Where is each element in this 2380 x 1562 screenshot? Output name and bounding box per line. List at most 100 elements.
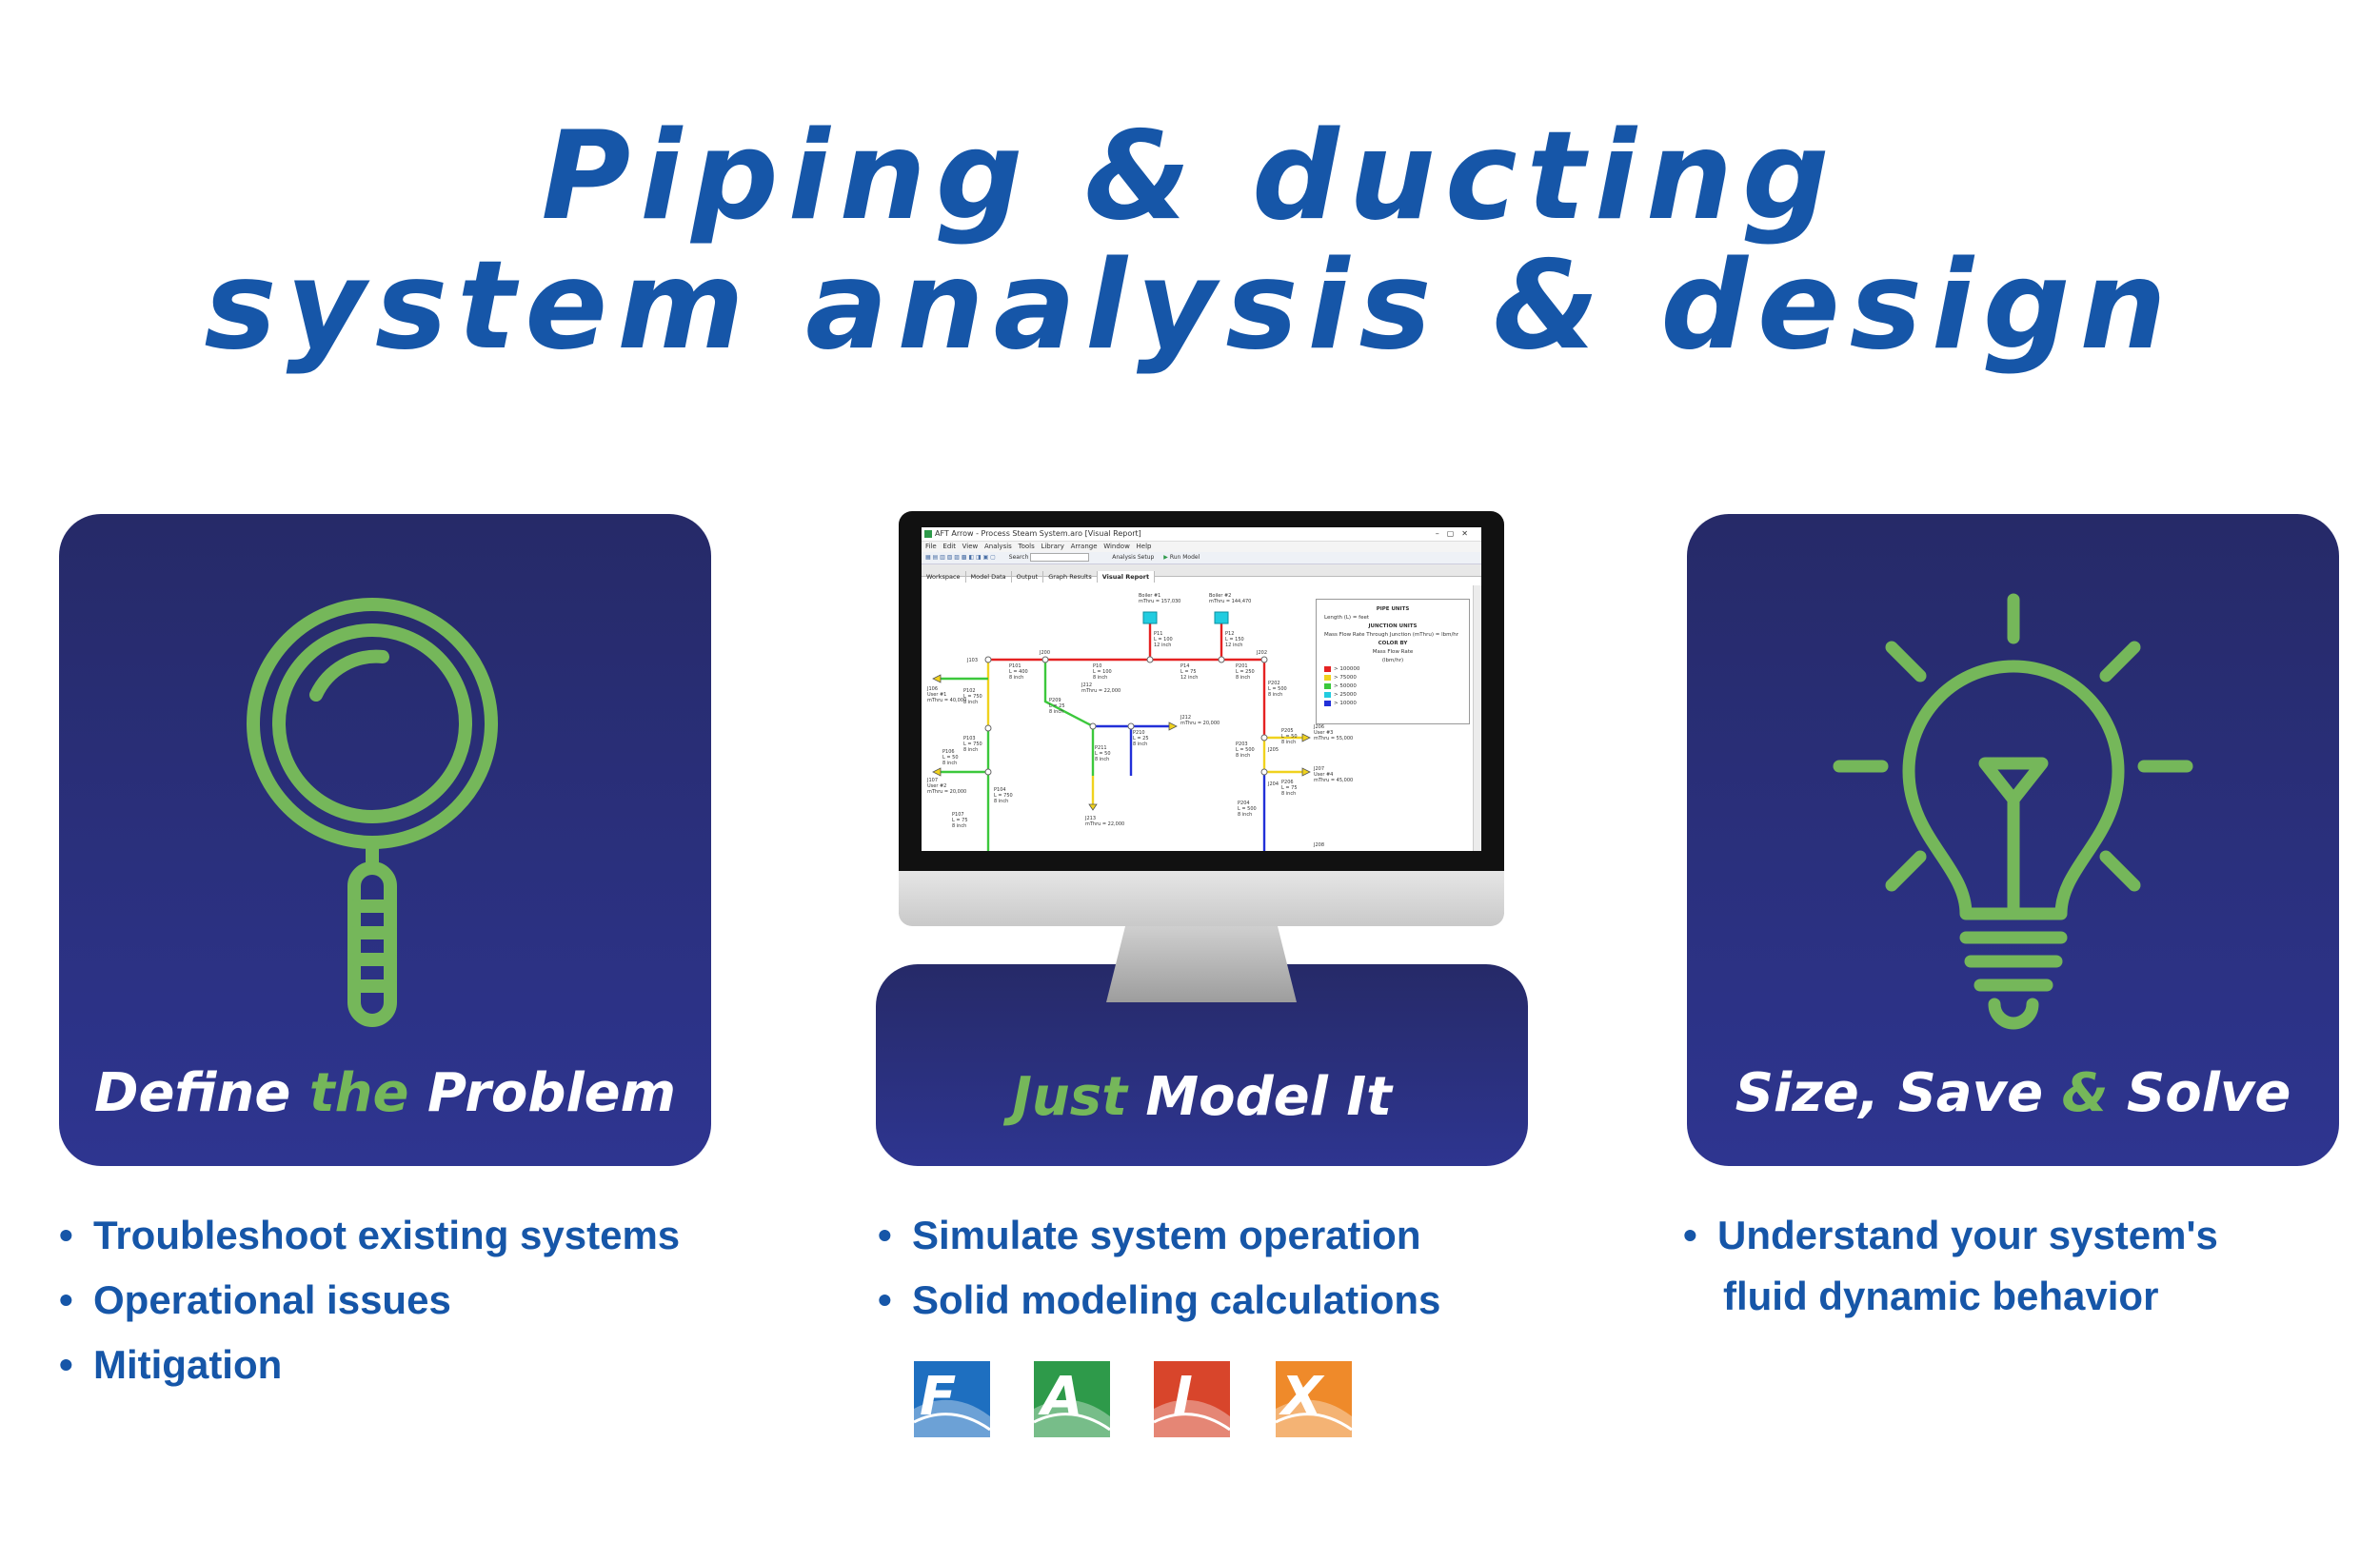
menu-window[interactable]: Window [1103, 543, 1130, 550]
label-p106-len: L = 50 [942, 755, 959, 761]
label-j204: J204 [1268, 781, 1279, 787]
logo-x-icon: X [1275, 1361, 1353, 1437]
boiler-1-icon [1142, 611, 1158, 624]
label-p10: P10 [1093, 663, 1102, 669]
label-j207: J207 [1314, 766, 1325, 772]
menu-edit[interactable]: Edit [942, 543, 956, 550]
label-p211-len: L = 50 [1095, 751, 1111, 757]
tab-model-data[interactable]: Model Data [966, 571, 1012, 583]
legend-row-1-label: > 100000 [1334, 666, 1360, 672]
label-p11-size: 12 inch [1154, 643, 1172, 648]
menu-tools[interactable]: Tools [1018, 543, 1035, 550]
label-p102: P102 [963, 688, 976, 694]
label-j206-flow: mThru = 55,000 [1314, 736, 1354, 741]
legend-pipe-units: PIPE UNITS [1376, 606, 1410, 612]
bullet-text: fluid dynamic behavior [1723, 1274, 2159, 1318]
label-j213-flow: mThru = 22,000 [1085, 821, 1125, 827]
model-bullets: •Simulate system operation •Solid modeli… [878, 1203, 1440, 1333]
tab-visual-report[interactable]: Visual Report [1097, 571, 1156, 583]
search-box[interactable] [1030, 553, 1090, 562]
legend-junction-units: JUNCTION UNITS [1368, 623, 1418, 629]
tab-output[interactable]: Output [1012, 571, 1044, 583]
define-bullets: •Troubleshoot existing systems •Operatio… [59, 1203, 680, 1397]
label-p106-size: 8 inch [942, 761, 958, 766]
window-controls-icon[interactable]: –▢✕ [1435, 529, 1476, 538]
label-j213: J213 [1085, 816, 1097, 821]
legend-row-3: > 50000 [1317, 682, 1469, 691]
label-p206: P206 [1281, 780, 1294, 785]
bullet-text: Simulate system operation [912, 1213, 1421, 1257]
label-p107-size: 8 inch [952, 823, 967, 829]
label-p12-len: L = 150 [1225, 637, 1244, 643]
label-p101-len: L = 400 [1009, 669, 1028, 675]
label-p203-size: 8 inch [1236, 753, 1251, 759]
label-p211: P211 [1095, 745, 1107, 751]
label-p205-len: L = 50 [1281, 734, 1298, 740]
label-boiler1-flow: mThru = 157,030 [1139, 599, 1181, 604]
legend-color-by: COLOR BY [1378, 641, 1408, 646]
label-j106-user: User #1 [927, 692, 947, 698]
logo-f-icon: F [913, 1361, 991, 1437]
label-p102-size: 8 inch [963, 700, 979, 705]
label-p206-size: 8 inch [1281, 791, 1297, 797]
label-p14-len: L = 75 [1180, 669, 1197, 675]
menu-arrange[interactable]: Arrange [1070, 543, 1098, 550]
label-boiler2-flow: mThru = 144,470 [1209, 599, 1252, 604]
label-j106: J106 [927, 686, 939, 692]
label-p103-len: L = 750 [963, 741, 982, 747]
size-bullet-1: •Understand your system's [1683, 1203, 2218, 1268]
menu-view[interactable]: View [962, 543, 979, 550]
title-part-model-it: Model It [1126, 1066, 1392, 1128]
label-p101-size: 8 inch [1009, 675, 1024, 681]
toolbar-icons[interactable]: ▦ ▤ ▥ ▧ ▨ ▩ ◧ ◨ ▣ ▢ [925, 554, 996, 561]
title-accent-ampersand: & [2061, 1062, 2109, 1124]
toolbar-search[interactable]: Search [1008, 554, 1029, 561]
menu-analysis[interactable]: Analysis [983, 543, 1012, 550]
label-p205-size: 8 inch [1281, 740, 1297, 745]
legend-row-2-label: > 75000 [1334, 675, 1357, 681]
logo-i-letter: I [1173, 1366, 1193, 1428]
menu-file[interactable]: File [925, 543, 937, 550]
label-p210-len: L = 25 [1133, 736, 1149, 741]
label-j212b-flow: mThru = 20,000 [1180, 721, 1220, 726]
menu-library[interactable]: Library [1041, 543, 1064, 550]
label-j107-user: User #2 [927, 783, 947, 789]
legend-row-5-label: > 10000 [1334, 701, 1357, 706]
label-j212b: J212 [1180, 715, 1192, 721]
monitor-stand [1106, 926, 1297, 1002]
right-scrollbar[interactable] [1473, 585, 1481, 851]
legend-length: Length (L) = feet [1324, 615, 1370, 621]
monitor-screen: AFT Arrow - Process Steam System.aro [Vi… [922, 527, 1481, 851]
legend-mass-flow: Mass Flow Rate Through Junction (mThru) … [1324, 632, 1459, 638]
menu-help[interactable]: Help [1136, 543, 1152, 550]
label-boiler1: Boiler #1 [1139, 593, 1161, 599]
label-p209-len: L = 25 [1049, 703, 1065, 709]
label-p204-len: L = 500 [1238, 806, 1257, 812]
label-p209-size: 8 inch [1049, 709, 1064, 715]
label-boiler2: Boiler #2 [1209, 593, 1232, 599]
headline-line-1: Piping & ducting [541, 106, 1839, 247]
label-j200: J200 [1040, 650, 1051, 656]
define-bullet-1: •Troubleshoot existing systems [59, 1203, 680, 1268]
legend-row-4-label: > 25000 [1334, 692, 1357, 698]
bullet-text: Understand your system's [1717, 1213, 2218, 1257]
run-model-button[interactable]: Run Model [1169, 554, 1200, 561]
tab-graph-results[interactable]: Graph Results [1043, 571, 1098, 583]
label-p11-len: L = 100 [1154, 637, 1173, 643]
logo-x-letter: X [1279, 1366, 1325, 1428]
analysis-setup-button[interactable]: Analysis Setup [1112, 554, 1155, 561]
model-bullet-1: •Simulate system operation [878, 1203, 1440, 1268]
legend-row-2: > 75000 [1317, 674, 1469, 682]
label-p107-len: L = 75 [952, 818, 968, 823]
magnifying-glass-icon [247, 598, 498, 1027]
label-j107-flow: mThru = 20,000 [927, 789, 967, 795]
label-j208: J208 [1314, 842, 1325, 848]
tab-workspace[interactable]: Workspace [922, 571, 966, 583]
label-p202-len: L = 500 [1268, 686, 1287, 692]
label-j103: J103 [967, 658, 979, 663]
label-p12-size: 12 inch [1225, 643, 1243, 648]
bullet-text: Troubleshoot existing systems [93, 1213, 681, 1257]
logo-a-letter: A [1038, 1366, 1082, 1428]
title-part-problem: Problem [408, 1062, 677, 1124]
